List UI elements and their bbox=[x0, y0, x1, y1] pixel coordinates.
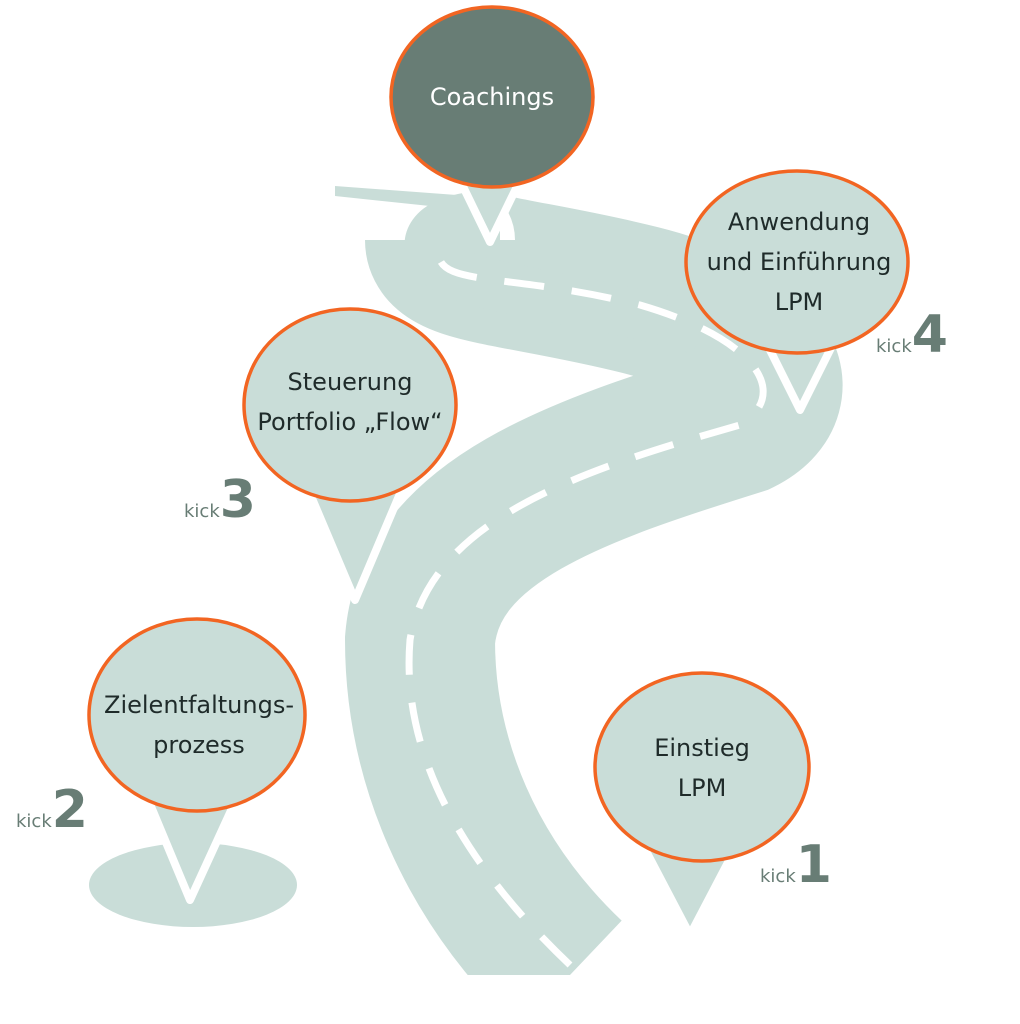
stop-label-zielentfaltung: Zielentfaltungs-prozess bbox=[104, 691, 294, 759]
stop-circle-steuerung[interactable] bbox=[242, 307, 458, 503]
stop-circle-einstieg[interactable] bbox=[593, 671, 811, 863]
stop-label-coachings: Coachings bbox=[429, 83, 555, 111]
kick-2-marker: kick2 bbox=[16, 780, 88, 840]
stop-circle-zielentfaltung[interactable] bbox=[87, 617, 307, 813]
kick-1-marker: kick1 bbox=[760, 835, 832, 895]
stop-circle-anwendung[interactable] bbox=[684, 169, 910, 355]
kick-3-marker: kick3 bbox=[184, 470, 256, 530]
stop-circle-coachings[interactable] bbox=[389, 5, 595, 189]
road-center-dashes bbox=[405, 258, 767, 968]
kick-4-marker: kick4 bbox=[876, 305, 948, 365]
